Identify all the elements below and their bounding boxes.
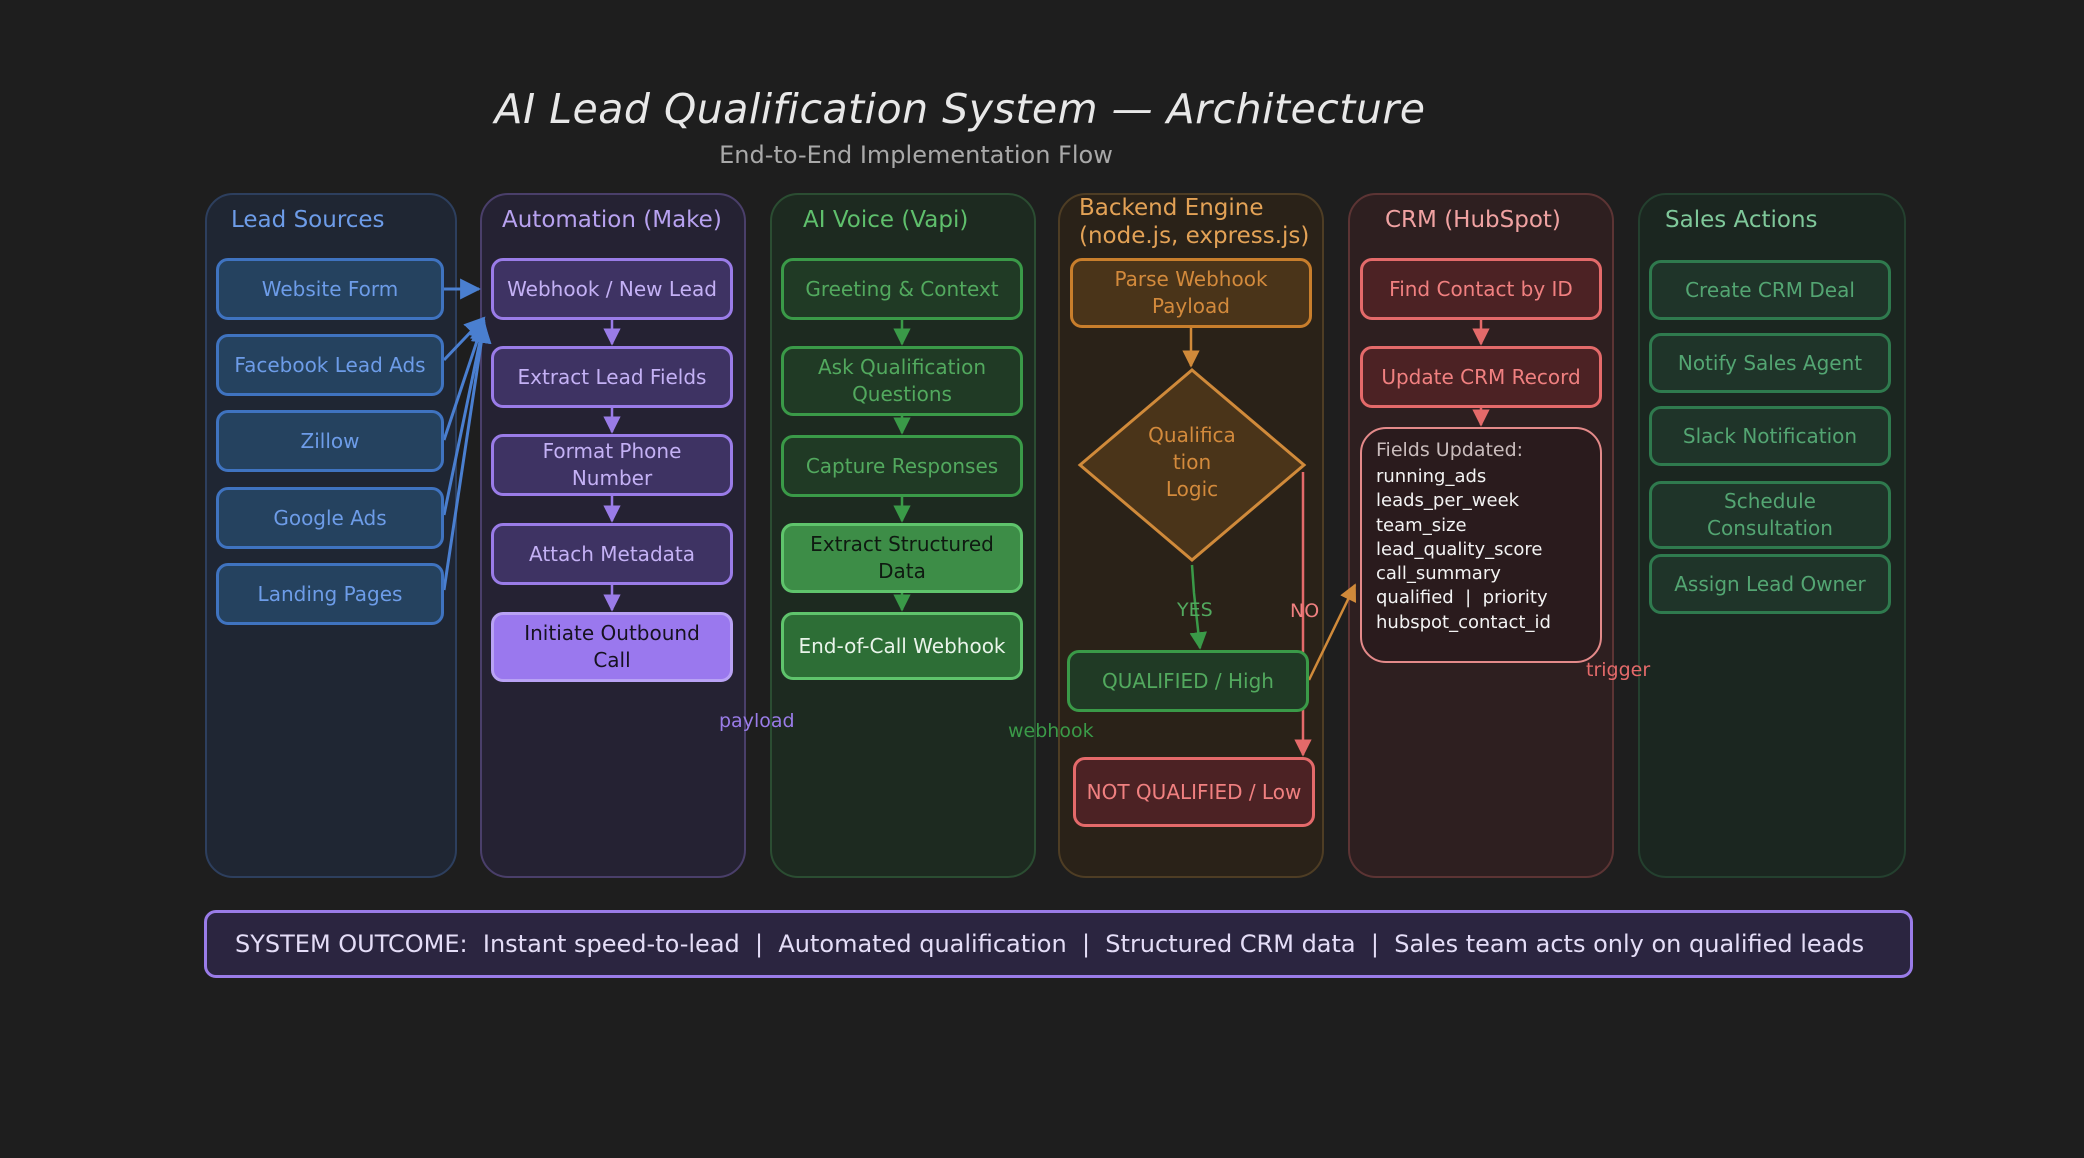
automation-initiate-outbound-call: Initiate Outbound Call <box>491 612 733 682</box>
decision-diamond <box>1077 368 1307 562</box>
field-item: team_size <box>1376 514 1467 536</box>
decision-label-line3: Logic <box>1165 477 1219 501</box>
ai-voice-ask-qualification-questions: Ask Qualification Questions <box>781 346 1023 416</box>
backend-decision <box>1077 328 1357 757</box>
lead-source-landing-pages: Landing Pages <box>216 563 444 625</box>
decision-label-line1: Qualifica <box>1148 423 1236 447</box>
field-item: lead_quality_score <box>1376 538 1543 560</box>
automation-webhook-new-lead: Webhook / New Lead <box>491 258 733 320</box>
system-outcome-banner: SYSTEM OUTCOME: Instant speed-to-lead | … <box>204 910 1913 978</box>
field-item: leads_per_week <box>1376 490 1520 512</box>
no-label: NO <box>1290 600 1320 622</box>
ai-voice-capture-responses: Capture Responses <box>781 435 1023 497</box>
backend-label-line1: Backend Engine <box>1079 195 1264 221</box>
sales-slack-notification: Slack Notification <box>1649 406 1891 466</box>
decision-label: Qualifica tion Logic <box>1112 422 1272 503</box>
ai-voice-label: AI Voice (Vapi) <box>803 207 969 233</box>
fields-updated-list: running_ads leads_per_week team_size lea… <box>1376 465 1586 635</box>
ai-voice-end-of-call-webhook: End-of-Call Webhook <box>781 612 1023 680</box>
automation-attach-metadata: Attach Metadata <box>491 523 733 585</box>
automation-format-phone-number: Format Phone Number <box>491 434 733 496</box>
lead-source-facebook-lead-ads: Facebook Lead Ads <box>216 334 444 396</box>
lead-source-google-ads: Google Ads <box>216 487 444 549</box>
automation-extract-lead-fields: Extract Lead Fields <box>491 346 733 408</box>
crm-find-contact-by-id: Find Contact by ID <box>1360 258 1602 320</box>
payload-label: payload <box>719 710 795 732</box>
sales-schedule-consultation: Schedule Consultation <box>1649 481 1891 549</box>
automation-label: Automation (Make) <box>502 207 722 233</box>
diagram-subtitle: End-to-End Implementation Flow <box>719 141 1113 169</box>
lead-sources-label: Lead Sources <box>231 207 385 233</box>
trigger-label: trigger <box>1586 659 1651 681</box>
backend-label-line2: (node.js, express.js) <box>1079 223 1310 249</box>
lead-source-website-form: Website Form <box>216 258 444 320</box>
diagram-title: AI Lead Qualification System — Architect… <box>494 85 1426 133</box>
ai-voice-greeting-context: Greeting & Context <box>781 258 1023 320</box>
lead-sources-arrows <box>442 278 492 591</box>
backend-parse-webhook-payload: Parse Webhook Payload <box>1070 258 1312 328</box>
crm-fields-updated-box: Fields Updated: running_ads leads_per_we… <box>1360 427 1602 663</box>
field-item: call_summary <box>1376 563 1501 585</box>
backend-qualified-high: QUALIFIED / High <box>1067 650 1309 712</box>
decision-label-line2: tion <box>1172 450 1212 474</box>
webhook-label: webhook <box>1008 720 1094 742</box>
crm-label: CRM (HubSpot) <box>1385 207 1561 233</box>
crm-update-crm-record: Update CRM Record <box>1360 346 1602 408</box>
backend-not-qualified-low: NOT QUALIFIED / Low <box>1073 757 1315 827</box>
sales-assign-lead-owner: Assign Lead Owner <box>1649 554 1891 614</box>
sales-notify-sales-agent: Notify Sales Agent <box>1649 333 1891 393</box>
yes-branch-arrow <box>1189 564 1207 650</box>
field-item: hubspot_contact_id <box>1376 611 1551 633</box>
lead-source-zillow: Zillow <box>216 410 444 472</box>
field-item: qualified | priority <box>1376 587 1548 609</box>
qualified-to-crm-arrow <box>1307 583 1357 681</box>
arrow-landing-pages <box>442 321 492 591</box>
yes-label: YES <box>1177 599 1213 621</box>
sales-label: Sales Actions <box>1665 207 1818 233</box>
ai-voice-extract-structured-data: Extract Structured Data <box>781 523 1023 593</box>
arrow-google-ads <box>442 319 491 516</box>
field-item: running_ads <box>1376 466 1487 487</box>
fields-updated-title: Fields Updated: <box>1376 439 1524 461</box>
sales-create-crm-deal: Create CRM Deal <box>1649 260 1891 320</box>
